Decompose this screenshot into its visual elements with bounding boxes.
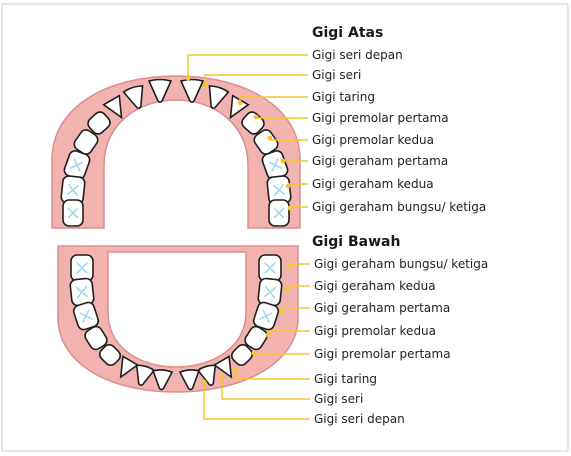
upper-tooth bbox=[73, 129, 99, 155]
upper-leader-dot bbox=[237, 100, 243, 106]
lower-label-geraham-pertama: Gigi geraham pertama bbox=[314, 301, 450, 315]
upper-leader-line bbox=[204, 74, 308, 85]
upper-tooth bbox=[268, 199, 290, 227]
upper-leader-dot bbox=[202, 82, 208, 88]
upper-tooth bbox=[147, 78, 173, 103]
lower-leader-line bbox=[235, 370, 310, 380]
lower-tooth bbox=[135, 364, 156, 387]
image-frame bbox=[1, 3, 569, 452]
lower-leader-line bbox=[203, 382, 310, 420]
upper-tooth bbox=[62, 199, 84, 227]
lower-leader-dot bbox=[233, 367, 239, 373]
upper-tooth bbox=[87, 111, 111, 135]
lower-tooth bbox=[257, 277, 283, 307]
lower-tooth bbox=[212, 355, 233, 379]
lower-tooth bbox=[69, 277, 95, 307]
upper-label-taring: Gigi taring bbox=[312, 90, 375, 104]
lower-leader-line bbox=[221, 377, 310, 400]
upper-leader-dot bbox=[287, 205, 293, 211]
lower-teeth bbox=[69, 254, 283, 391]
upper-tooth bbox=[102, 94, 123, 120]
lower-tooth bbox=[178, 369, 200, 391]
lower-tooth bbox=[196, 364, 217, 387]
lower-label-seri-depan: Gigi seri depan bbox=[314, 412, 405, 426]
lower-leader-dot bbox=[251, 350, 257, 356]
upper-label-geraham-bungsu: Gigi geraham bungsu/ ketiga bbox=[312, 200, 486, 214]
lower-tooth bbox=[258, 254, 282, 282]
leader-lines bbox=[185, 54, 310, 420]
upper-label-geraham-kedua: Gigi geraham kedua bbox=[312, 177, 434, 191]
lower-tooth bbox=[244, 325, 268, 351]
upper-label-seri: Gigi seri bbox=[312, 68, 361, 82]
lower-leader-dot bbox=[201, 379, 207, 385]
upper-label-premolar-pertama: Gigi premolar pertama bbox=[312, 111, 449, 125]
upper-leader-dot bbox=[253, 114, 259, 120]
lower-leader-dot bbox=[279, 309, 285, 315]
upper-tooth bbox=[122, 85, 144, 109]
lower-leader-dot bbox=[265, 332, 271, 338]
upper-label-seri-depan: Gigi seri depan bbox=[312, 48, 403, 62]
upper-leader-dot bbox=[280, 158, 286, 164]
upper-label-geraham-pertama: Gigi geraham pertama bbox=[312, 154, 448, 168]
lower-label-premolar-pertama: Gigi premolar pertama bbox=[314, 347, 451, 361]
lower-tooth bbox=[252, 301, 280, 331]
lower-leader-dot bbox=[219, 374, 225, 380]
upper-leader-dot bbox=[285, 183, 291, 189]
upper-leader-line bbox=[187, 54, 308, 78]
upper-tooth bbox=[253, 129, 279, 155]
lower-label-taring: Gigi taring bbox=[314, 372, 377, 386]
lower-label-premolar-kedua: Gigi premolar kedua bbox=[314, 324, 436, 338]
lower-tooth bbox=[70, 254, 94, 282]
upper-gum bbox=[51, 75, 301, 229]
upper-tooth bbox=[208, 85, 230, 109]
lower-heading: Gigi Bawah bbox=[312, 234, 400, 250]
upper-label-premolar-kedua: Gigi premolar kedua bbox=[312, 133, 434, 147]
lower-tooth bbox=[152, 369, 174, 391]
lower-label-seri: Gigi seri bbox=[314, 392, 363, 406]
lower-label-geraham-kedua: Gigi geraham kedua bbox=[314, 279, 436, 293]
lower-tooth bbox=[98, 343, 122, 367]
upper-teeth bbox=[60, 78, 292, 227]
lower-tooth bbox=[230, 343, 254, 367]
lower-leader-dot bbox=[284, 286, 290, 292]
lower-leader-dot bbox=[286, 263, 292, 269]
lower-label-geraham-bungsu: Gigi geraham bungsu/ ketiga bbox=[314, 257, 488, 271]
lower-tooth bbox=[72, 301, 100, 331]
lower-tooth bbox=[84, 325, 108, 351]
upper-leader-dot bbox=[185, 75, 191, 81]
upper-leader-dot bbox=[267, 135, 273, 141]
upper-heading: Gigi Atas bbox=[312, 25, 383, 41]
lower-tooth bbox=[119, 355, 140, 379]
